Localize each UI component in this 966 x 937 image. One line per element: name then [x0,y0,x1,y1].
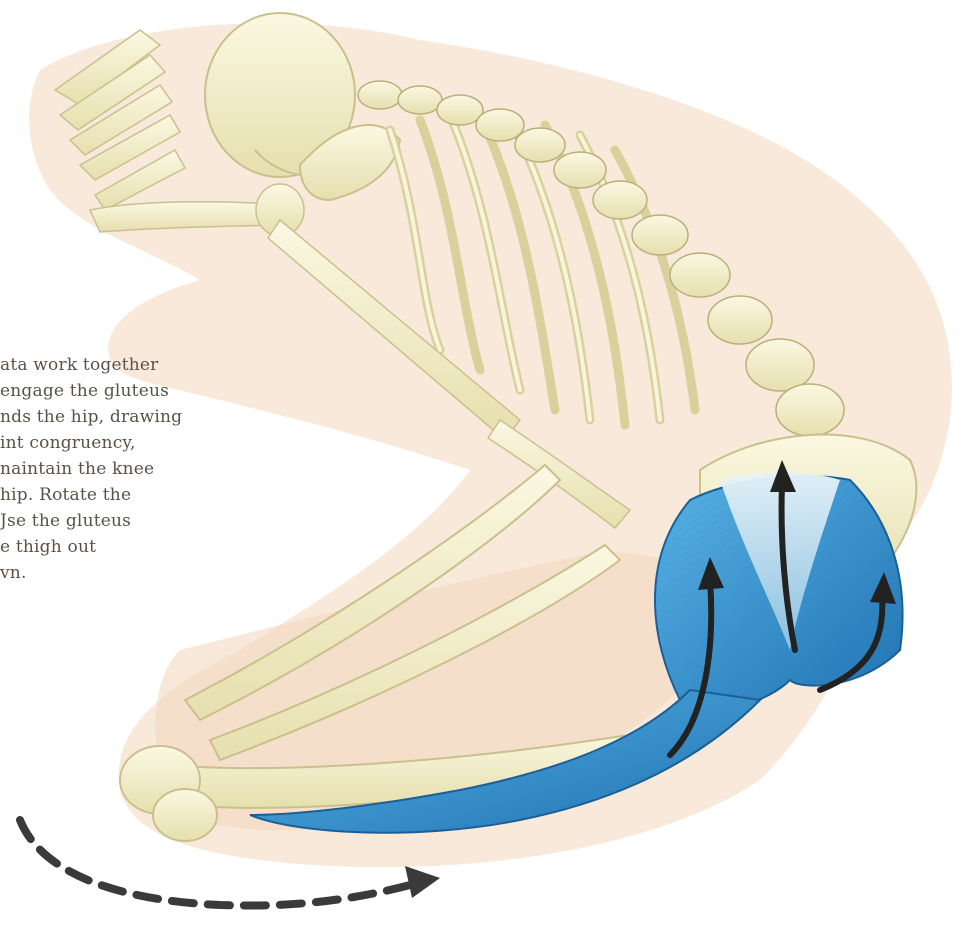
caption-line: ata work together [0,352,280,378]
caption-line: vn. [0,560,280,586]
caption-text: ata work together engage the gluteus nds… [0,352,280,586]
caption-line: naintain the knee [0,456,280,482]
caption-line: hip. Rotate the [0,482,280,508]
caption-line: int congruency, [0,430,280,456]
caption-line: nds the hip, drawing [0,404,280,430]
caption-line: Jse the gluteus [0,508,280,534]
caption-line: engage the gluteus [0,378,280,404]
caption-line: e thigh out [0,534,280,560]
